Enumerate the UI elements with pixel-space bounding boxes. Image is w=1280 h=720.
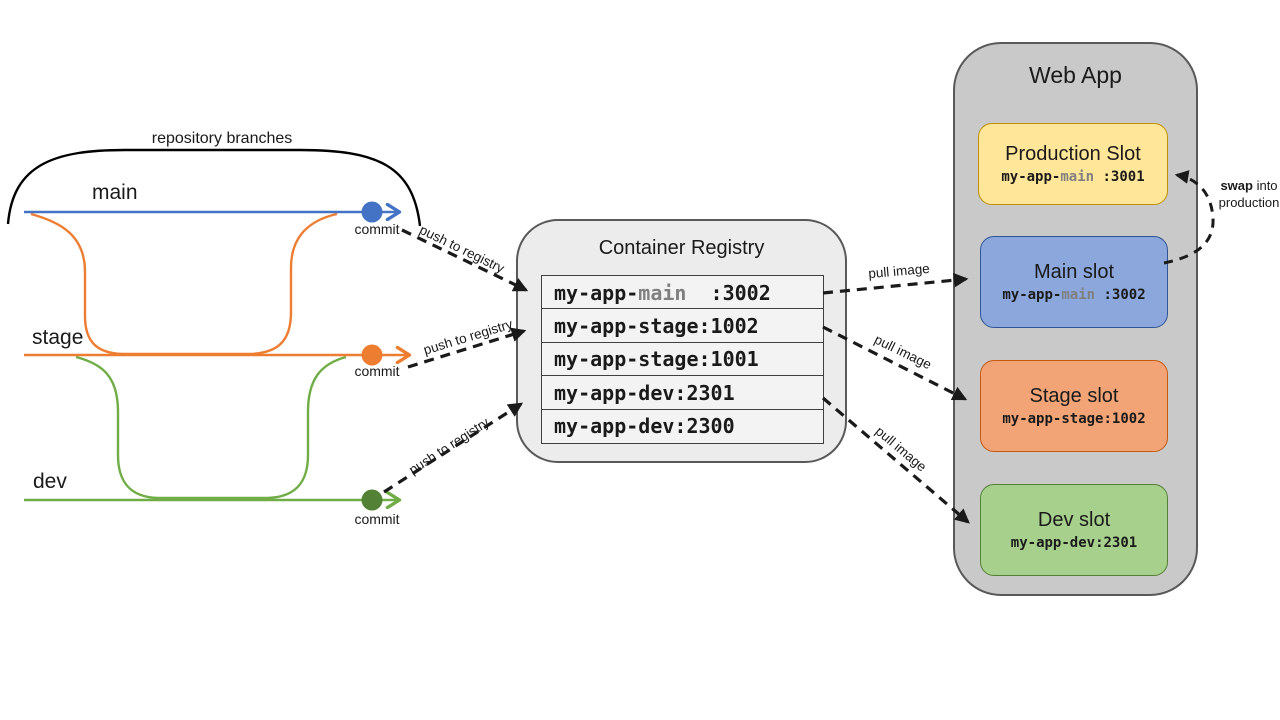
- container-registry-box: Container Registry my-app-main :3002 my-…: [516, 219, 847, 463]
- image-name-tag: :3002: [686, 280, 771, 305]
- image-name-branch: main: [1061, 287, 1096, 303]
- image-name-branch: main: [1060, 169, 1095, 185]
- pull-image-label-stage: pull image: [872, 331, 934, 373]
- main-branch-label: main: [92, 181, 138, 204]
- image-name: my-app-dev:2300: [554, 414, 735, 439]
- repository-branches-brace: [6, 148, 422, 227]
- push-arrow-main: [401, 228, 529, 292]
- production-slot-title: Production Slot: [1005, 143, 1141, 165]
- main-slot-image: my-app-main :3002: [1002, 287, 1145, 303]
- registry-row-stage-1001: my-app-stage:1001: [541, 341, 824, 377]
- registry-row-dev-2300: my-app-dev:2300: [541, 408, 824, 444]
- image-name-prefix: my-app-: [1002, 287, 1062, 303]
- dev-commit-dot: [361, 489, 383, 511]
- push-to-registry-label-dev: push to registry: [406, 414, 492, 478]
- container-registry-title: Container Registry: [598, 237, 765, 259]
- image-name-prefix: my-app-: [554, 280, 639, 305]
- dev-branch-curve: [75, 355, 347, 500]
- image-name-branch: main: [638, 280, 687, 305]
- swap-rest: into: [1252, 178, 1278, 193]
- registry-row-stage-1002: my-app-stage:1002: [541, 308, 824, 344]
- image-name: my-app-stage:1002: [1002, 411, 1146, 427]
- stage-slot-image: my-app-stage:1002: [1002, 411, 1145, 427]
- image-name: my-app-stage:1001: [554, 347, 759, 372]
- image-name: my-app-dev:2301: [1010, 535, 1138, 551]
- main-slot-title: Main slot: [1033, 261, 1115, 283]
- main-slot-card: Main slot my-app-main :3002: [980, 236, 1168, 328]
- dev-branch-label: dev: [33, 470, 67, 493]
- pull-image-label-dev: pull image: [872, 423, 930, 475]
- swap-line2: production: [1218, 195, 1280, 210]
- dev-slot-card: Dev slot my-app-dev:2301: [980, 484, 1168, 576]
- web-app-title: Web App: [1029, 62, 1122, 88]
- push-to-registry-label-stage: push to registry: [421, 316, 515, 358]
- dev-commit-label: commit: [354, 511, 400, 527]
- push-to-registry-label-main: push to registry: [417, 222, 507, 276]
- dev-slot-title: Dev slot: [1037, 509, 1111, 531]
- pull-image-label-main: pull image: [867, 260, 931, 282]
- dev-slot-image: my-app-dev:2301: [1011, 535, 1137, 551]
- production-slot-card: Production Slot my-app-main :3001: [978, 123, 1168, 205]
- image-name-prefix: my-app-: [1001, 169, 1061, 185]
- image-name: my-app-stage:1002: [554, 313, 759, 338]
- image-name: my-app-dev:2301: [554, 380, 735, 405]
- image-name-tag: :3002: [1095, 287, 1146, 303]
- stage-branch-label: stage: [32, 326, 84, 349]
- image-name-tag: :3001: [1094, 169, 1145, 185]
- stage-slot-card: Stage slot my-app-stage:1002: [980, 360, 1168, 452]
- repository-branches-label: repository branches: [151, 130, 293, 147]
- stage-commit-label: commit: [354, 363, 400, 379]
- swap-word: swap: [1220, 178, 1253, 193]
- stage-slot-title: Stage slot: [1029, 385, 1119, 407]
- swap-into-production-label: swap into production: [1216, 177, 1280, 211]
- production-slot-image: my-app-main :3001: [1001, 169, 1144, 185]
- registry-row-main-3002: my-app-main :3002: [541, 275, 824, 310]
- registry-image-table: my-app-main :3002 my-app-stage:1002 my-a…: [541, 275, 824, 444]
- main-commit-dot: [361, 201, 383, 223]
- registry-row-dev-2301: my-app-dev:2301: [541, 375, 824, 411]
- main-commit-label: commit: [354, 221, 400, 237]
